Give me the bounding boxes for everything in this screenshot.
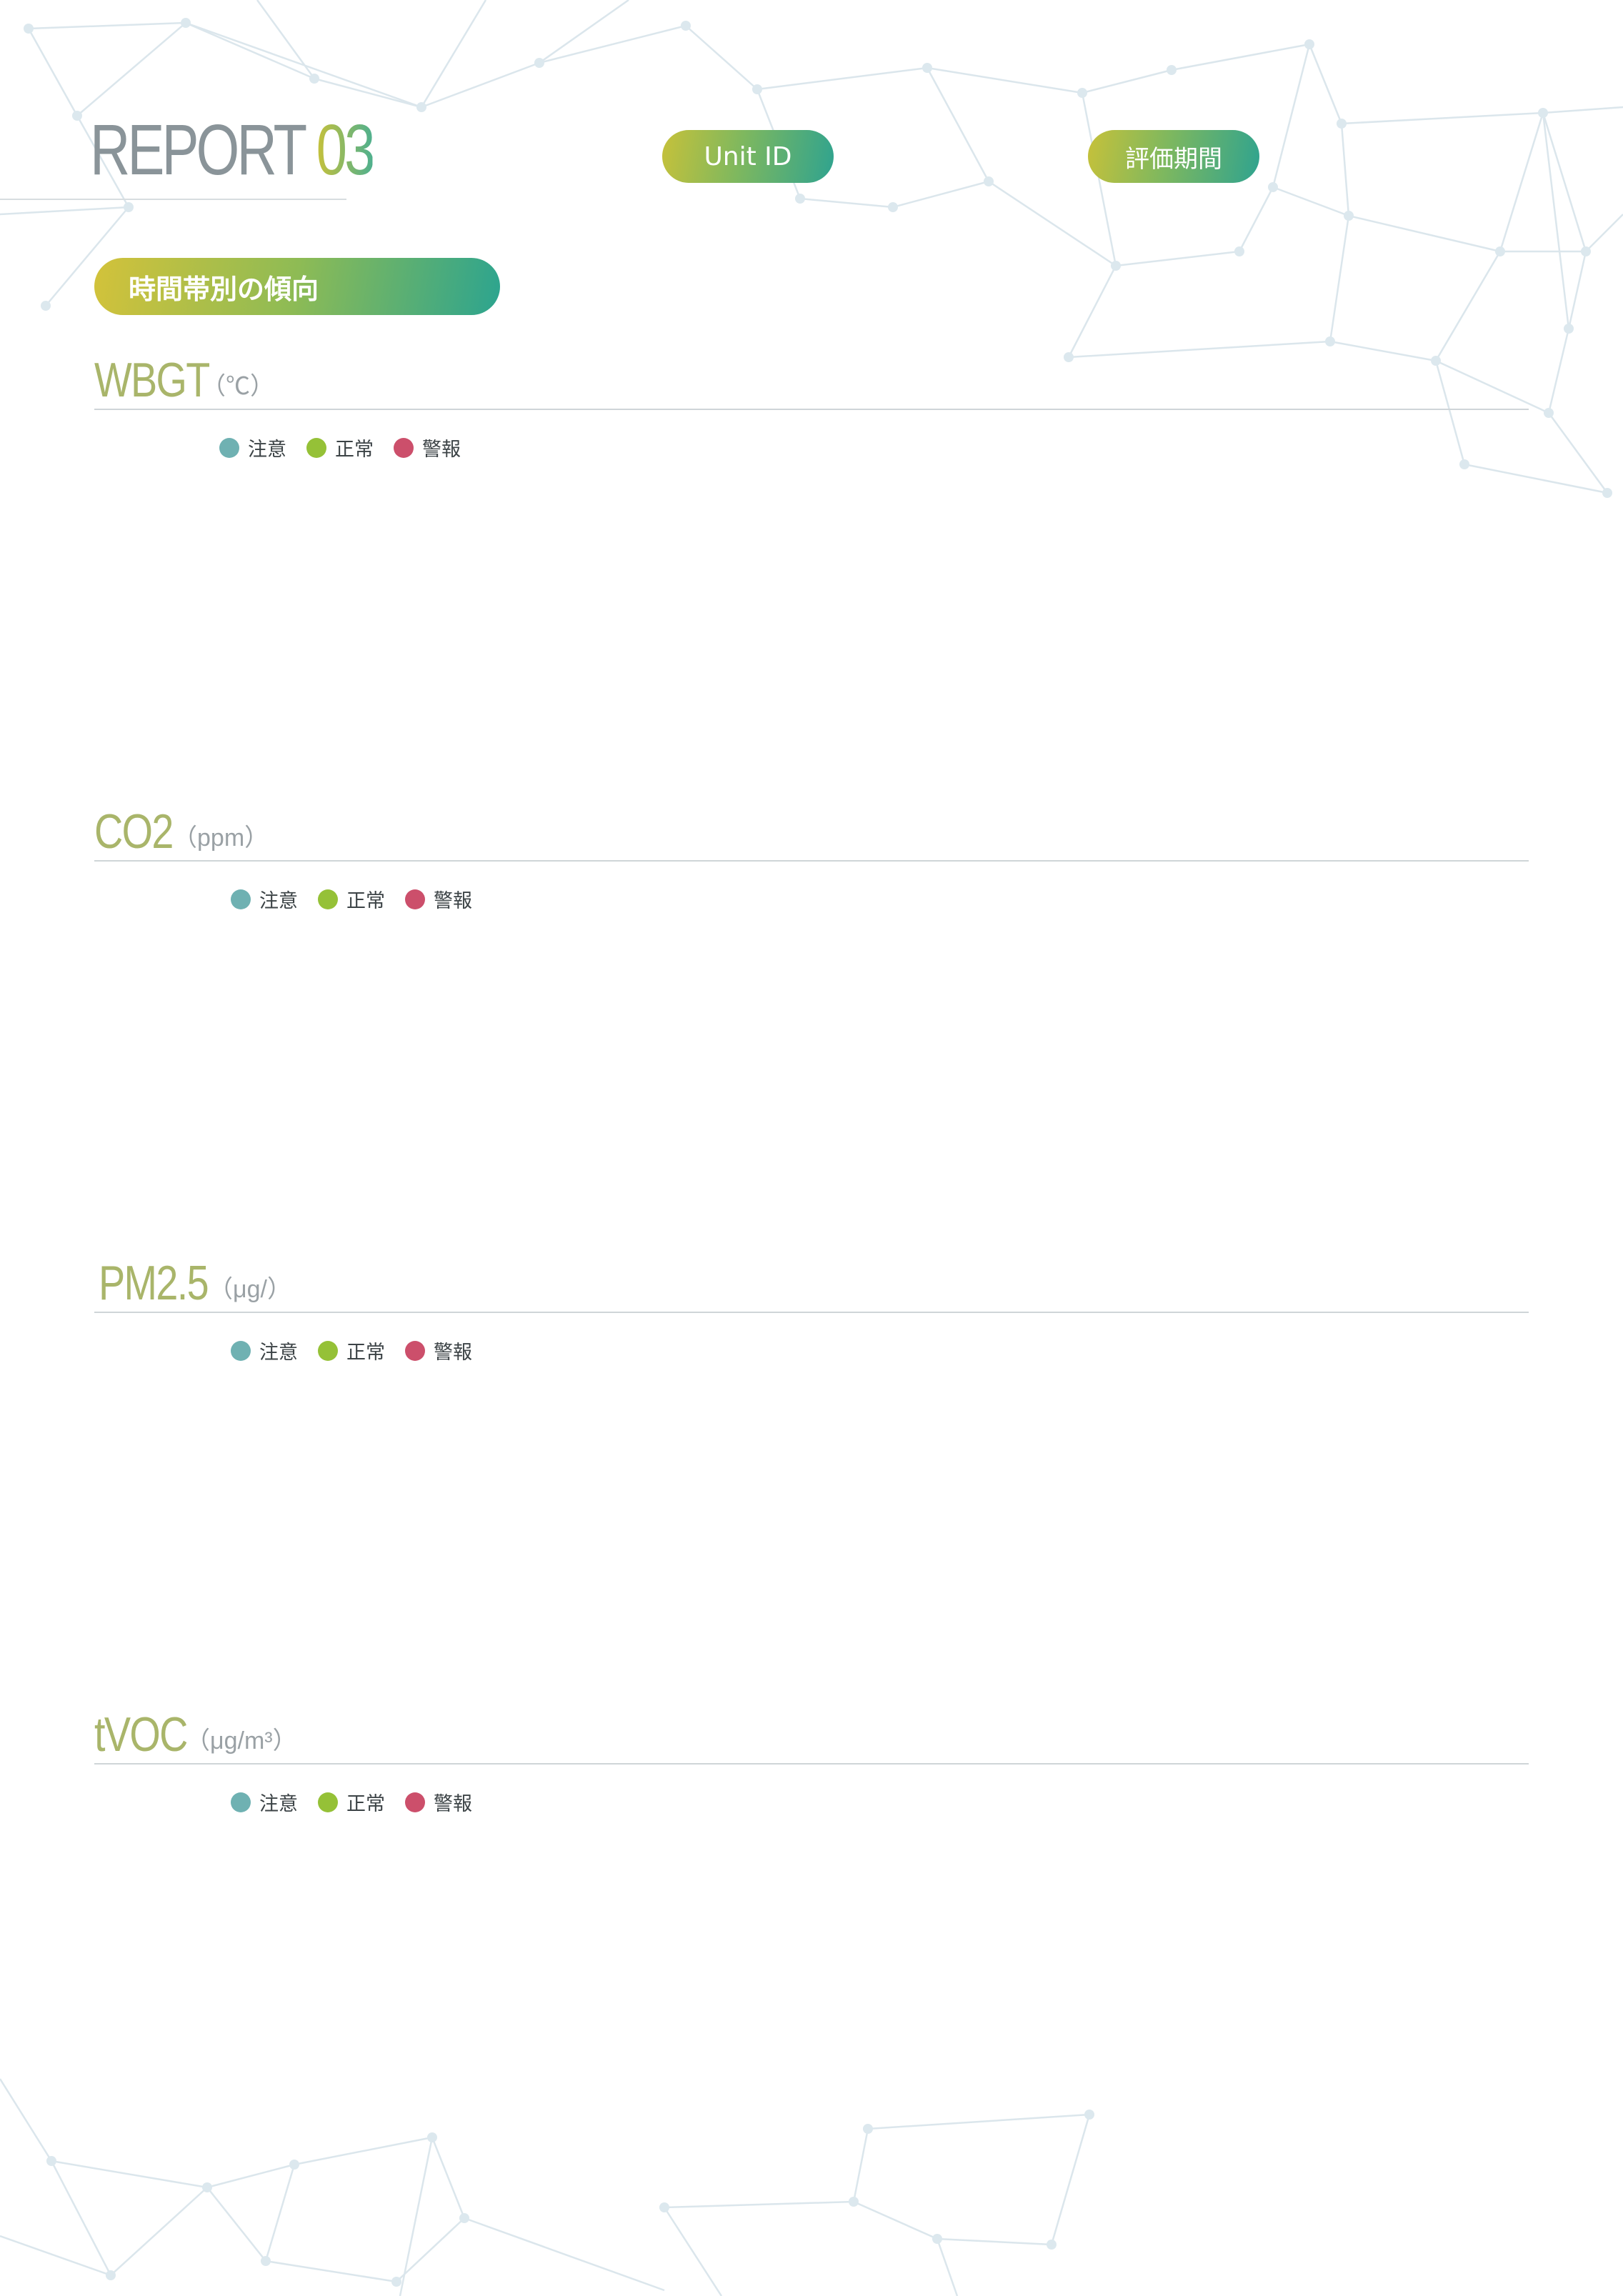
section-wbgt: WBGT （℃） 注意 正常 警報 xyxy=(94,350,1529,461)
legend-item-warning: 警報 xyxy=(405,885,472,913)
section-header: tVOC （μg/m³） xyxy=(94,1704,1529,1765)
legend-item-caution: 注意 xyxy=(231,885,298,913)
legend-label: 注意 xyxy=(259,1342,298,1364)
chart-legend: 注意 正常 警報 xyxy=(231,1788,492,1816)
chart-legend: 注意 正常 警報 xyxy=(231,1337,492,1364)
legend-item-normal: 正常 xyxy=(318,885,385,913)
chart-legend: 注意 正常 警報 xyxy=(231,885,492,913)
unit-id-badge: Unit ID xyxy=(662,130,834,183)
legend-label: 警報 xyxy=(434,1793,472,1815)
evaluation-period-badge: 評価期間 xyxy=(1088,130,1259,183)
normal-dot-icon xyxy=(318,889,338,909)
legend-label: 正常 xyxy=(346,1342,385,1364)
warning-dot-icon xyxy=(394,437,414,458)
legend-label: 警報 xyxy=(422,439,461,461)
caution-dot-icon xyxy=(231,1792,251,1812)
legend-item-warning: 警報 xyxy=(394,434,461,461)
legend-label: 注意 xyxy=(259,1793,298,1815)
caution-dot-icon xyxy=(219,437,239,458)
legend-label: 警報 xyxy=(434,890,472,912)
section-pm25: PM2.5 （μg/） 注意 正常 警報 xyxy=(94,1253,1529,1364)
legend-item-warning: 警報 xyxy=(405,1337,472,1364)
warning-dot-icon xyxy=(405,1340,425,1361)
legend-label: 正常 xyxy=(346,890,385,912)
report-title: REPORT 03 xyxy=(90,114,375,186)
legend-item-normal: 正常 xyxy=(318,1337,385,1364)
normal-dot-icon xyxy=(318,1340,338,1361)
section-header: WBGT （℃） xyxy=(94,350,1529,410)
legend-label: 警報 xyxy=(434,1342,472,1364)
section-unit: （ppm） xyxy=(173,824,269,852)
network-background-bottom xyxy=(0,2078,1094,2296)
legend-item-caution: 注意 xyxy=(231,1788,298,1816)
section-title: WBGT xyxy=(94,353,210,407)
legend-label: 正常 xyxy=(346,1793,385,1815)
legend-label: 注意 xyxy=(259,890,298,912)
warning-dot-icon xyxy=(405,1792,425,1812)
chart-legend: 注意 正常 警報 xyxy=(219,434,481,461)
section-title: tVOC xyxy=(94,1707,188,1762)
caution-dot-icon xyxy=(231,1340,251,1361)
legend-item-warning: 警報 xyxy=(405,1788,472,1816)
warning-dot-icon xyxy=(405,889,425,909)
section-title: CO2 xyxy=(94,804,174,859)
normal-dot-icon xyxy=(318,1792,338,1812)
report-word: REPORT xyxy=(90,110,306,190)
title-underline xyxy=(0,199,346,200)
legend-item-caution: 注意 xyxy=(219,434,286,461)
section-tvoc: tVOC （μg/m³） 注意 正常 警報 xyxy=(94,1704,1529,1815)
legend-label: 注意 xyxy=(248,439,286,461)
section-title: PM2.5 xyxy=(99,1256,209,1310)
normal-dot-icon xyxy=(306,437,326,458)
section-unit: （μg/m³） xyxy=(186,1727,297,1755)
section-banner: 時間帯別の傾向 xyxy=(94,258,500,315)
legend-item-normal: 正常 xyxy=(318,1788,385,1816)
section-unit: （μg/） xyxy=(209,1276,291,1303)
report-number: 03 xyxy=(316,110,376,190)
legend-item-normal: 正常 xyxy=(306,434,374,461)
legend-item-caution: 注意 xyxy=(231,1337,298,1364)
section-header: PM2.5 （μg/） xyxy=(94,1253,1529,1313)
section-unit: （℃） xyxy=(201,373,274,400)
section-header: CO2 （ppm） xyxy=(94,802,1529,862)
legend-label: 正常 xyxy=(335,439,374,461)
section-co2: CO2 （ppm） 注意 正常 警報 xyxy=(94,802,1529,912)
caution-dot-icon xyxy=(231,889,251,909)
